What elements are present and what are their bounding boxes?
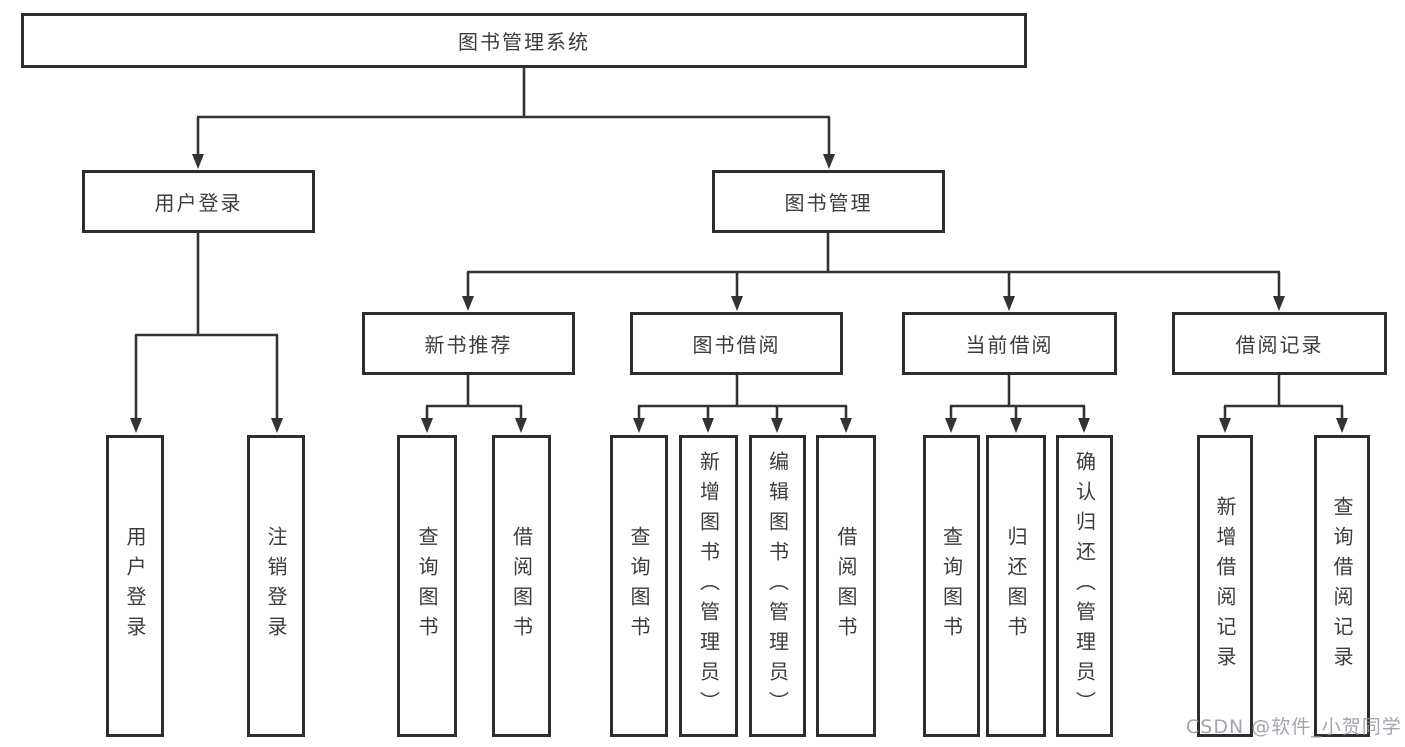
node-leaf-query-books-current: 查询图书 xyxy=(923,435,980,737)
node-label: 注销登录 xyxy=(264,526,288,646)
node-label: 编辑图书（管理员） xyxy=(765,451,790,721)
connector-current-to-leaves xyxy=(945,375,1090,433)
node-label: 用户登录 xyxy=(154,191,243,215)
node-new-book-recommend: 新书推荐 xyxy=(362,312,575,375)
node-leaf-query-books-borrowing: 查询图书 xyxy=(610,435,668,737)
node-label: 图书管理 xyxy=(784,191,873,215)
node-label: 借阅图书 xyxy=(834,526,858,646)
node-label: 新书推荐 xyxy=(424,333,513,357)
node-label: 查询图书 xyxy=(627,526,651,646)
node-root-library-system: 图书管理系统 xyxy=(21,13,1027,68)
connector-login-to-leaves xyxy=(130,233,283,433)
node-leaf-logout: 注销登录 xyxy=(247,435,305,737)
node-label: 借阅记录 xyxy=(1235,333,1324,357)
node-leaf-add-borrow-record: 新增借阅记录 xyxy=(1197,435,1253,737)
node-label: 用户登录 xyxy=(123,526,147,646)
node-label: 归还图书 xyxy=(1004,526,1028,646)
node-borrowing-records: 借阅记录 xyxy=(1172,312,1387,375)
node-leaf-user-login: 用户登录 xyxy=(106,435,164,737)
node-label: 新增借阅记录 xyxy=(1213,496,1237,676)
node-label: 当前借阅 xyxy=(965,333,1054,357)
csdn-watermark: CSDN @软件_小贺同学 xyxy=(1186,716,1402,738)
node-label: 图书借阅 xyxy=(692,333,781,357)
node-current-borrowing: 当前借阅 xyxy=(902,312,1117,375)
node-user-login: 用户登录 xyxy=(82,170,315,233)
node-leaf-query-borrow-record: 查询借阅记录 xyxy=(1314,435,1370,737)
node-leaf-add-books-admin: 新增图书（管理员） xyxy=(679,435,738,737)
connector-records-to-leaves xyxy=(1219,375,1348,433)
node-book-management: 图书管理 xyxy=(712,170,945,233)
node-label: 查询图书 xyxy=(415,526,439,646)
node-label: 图书管理系统 xyxy=(458,30,590,54)
node-leaf-confirm-return-admin: 确认归还（管理员） xyxy=(1056,435,1113,737)
node-leaf-borrow-books: 借阅图书 xyxy=(816,435,876,737)
node-leaf-edit-books-admin: 编辑图书（管理员） xyxy=(749,435,806,737)
node-book-borrowing: 图书借阅 xyxy=(630,312,843,375)
node-leaf-borrow-books-recommend: 借阅图书 xyxy=(492,435,551,737)
node-leaf-return-books: 归还图书 xyxy=(986,435,1046,737)
node-label: 借阅图书 xyxy=(509,526,534,646)
node-label: 新增图书（管理员） xyxy=(696,451,721,721)
connector-mgmt-to-level3 xyxy=(462,233,1285,311)
node-label: 查询借阅记录 xyxy=(1330,496,1354,676)
node-label: 确认归还（管理员） xyxy=(1072,451,1097,721)
node-label: 查询图书 xyxy=(939,526,964,646)
connector-borrowing-to-leaves xyxy=(633,375,852,433)
connector-recommend-to-leaves xyxy=(421,375,527,433)
node-leaf-query-books-recommend: 查询图书 xyxy=(397,435,457,737)
connector-root-to-level2 xyxy=(192,68,835,169)
